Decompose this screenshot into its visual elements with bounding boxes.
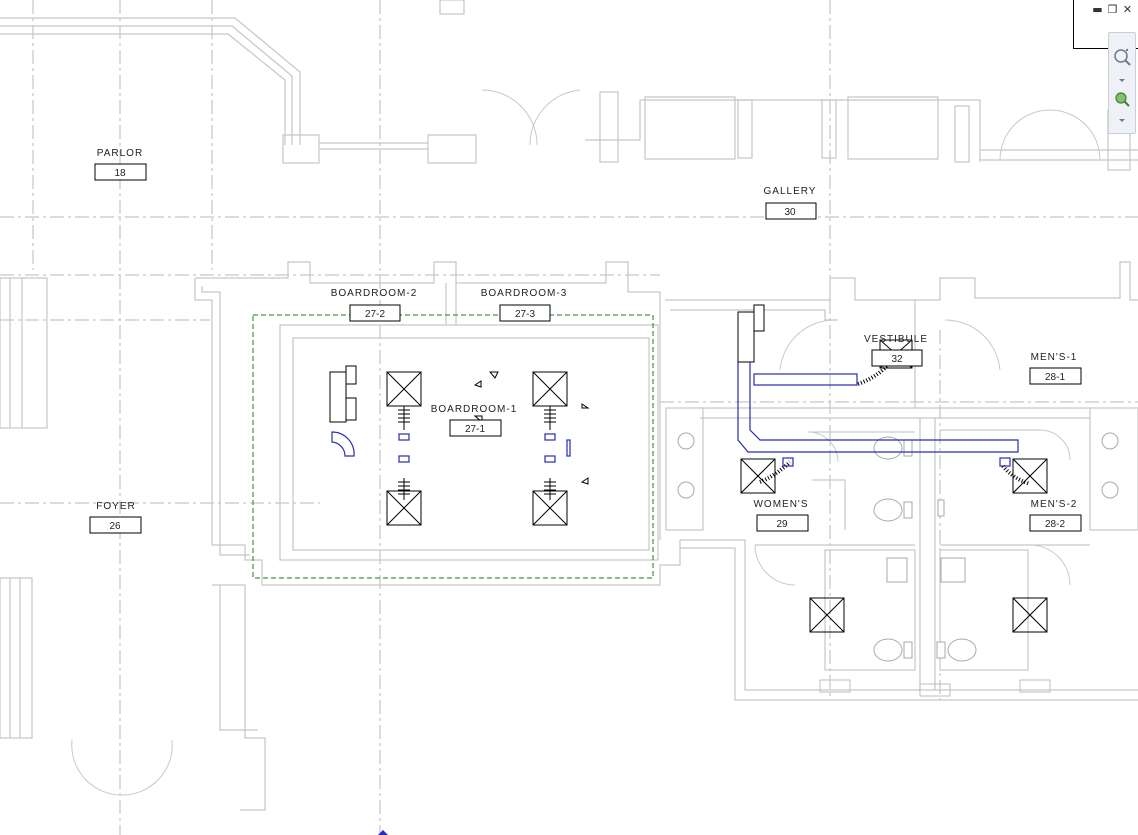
room-tag-foyer[interactable]: FOYER 26 (89, 501, 142, 534)
svg-text:28-2: 28-2 (1045, 519, 1065, 530)
selection-box[interactable] (252, 314, 654, 579)
svg-text:27-2: 27-2 (365, 309, 385, 320)
svg-text:GALLERY: GALLERY (764, 186, 817, 197)
room-tag-vestibule[interactable]: VESTIBULE 32 (864, 334, 928, 367)
room-tag-parlor[interactable]: PARLOR 18 (94, 148, 147, 181)
minimize-icon[interactable]: ▬ (1092, 3, 1103, 16)
svg-text:30: 30 (784, 207, 796, 218)
walls (0, 0, 1138, 811)
svg-text:32: 32 (891, 354, 903, 365)
steering-wheel-icon[interactable] (1112, 47, 1132, 67)
svg-text:VESTIBULE: VESTIBULE (864, 334, 928, 345)
svg-text:WOMEN'S: WOMEN'S (753, 499, 808, 510)
svg-text:28-1: 28-1 (1045, 372, 1065, 383)
room-tag-boardroom-1[interactable]: BOARDROOM-1 27-1 (431, 404, 518, 437)
dropdown-chevron-icon[interactable] (1112, 71, 1132, 82)
svg-text:MEN'S-2: MEN'S-2 (1031, 499, 1078, 510)
svg-text:29: 29 (776, 519, 788, 530)
svg-text:27-3: 27-3 (515, 309, 535, 320)
window-controls: ▬ ❐ ✕ (1091, 3, 1134, 16)
svg-text:18: 18 (114, 168, 126, 179)
svg-text:PARLOR: PARLOR (97, 148, 143, 159)
air-diffusers[interactable] (329, 304, 1048, 633)
svg-text:BOARDROOM-2: BOARDROOM-2 (331, 288, 418, 299)
restore-icon[interactable]: ❐ (1107, 3, 1118, 16)
svg-text:BOARDROOM-3: BOARDROOM-3 (481, 288, 568, 299)
svg-text:27-1: 27-1 (465, 424, 485, 435)
room-tag-womens[interactable]: WOMEN'S 29 (753, 499, 809, 532)
svg-text:FOYER: FOYER (96, 501, 135, 512)
svg-text:BOARDROOM-1: BOARDROOM-1 (431, 404, 518, 415)
supply-ducts[interactable] (331, 362, 1019, 467)
room-tag-mens-1[interactable]: MEN'S-1 28-1 (1029, 352, 1082, 385)
room-tag-mens-2[interactable]: MEN'S-2 28-2 (1029, 499, 1082, 532)
close-icon[interactable]: ✕ (1122, 3, 1133, 16)
room-tags: PARLOR 18 GALLERY 30 BOARDROOM-2 27-2 BO… (89, 148, 1082, 534)
zoom-icon[interactable] (1112, 89, 1132, 109)
plumbing-fixtures (677, 432, 1119, 662)
dropdown-chevron-icon[interactable] (1112, 111, 1132, 122)
north-arrow-marker (378, 830, 388, 835)
room-tag-gallery[interactable]: GALLERY 30 (764, 186, 817, 220)
svg-text:MEN'S-1: MEN'S-1 (1031, 352, 1078, 363)
room-tag-boardroom-3[interactable]: BOARDROOM-3 27-3 (481, 288, 568, 322)
room-tag-boardroom-2[interactable]: BOARDROOM-2 27-2 (331, 288, 418, 322)
svg-text:26: 26 (109, 521, 121, 532)
navigation-bar (1108, 32, 1136, 134)
doors (71, 89, 1101, 796)
